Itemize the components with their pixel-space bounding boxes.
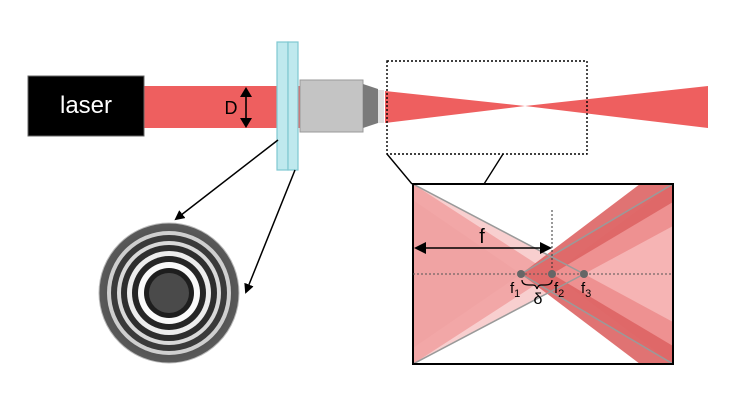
diameter-label: D — [225, 98, 238, 118]
pointer-arrow-1 — [174, 139, 279, 221]
objective-body — [299, 79, 364, 133]
pointer-arrow-2 — [244, 169, 296, 294]
phase-plate-front — [276, 41, 289, 171]
diameter-arrow-head-top — [240, 87, 252, 97]
delta-brace — [521, 279, 553, 290]
focused-beam — [385, 86, 708, 128]
focal-length-label: f — [479, 226, 485, 248]
f3-label: f3 — [581, 280, 591, 300]
f1-label: f1 — [510, 280, 520, 300]
diameter-arrow-head-bottom — [240, 118, 252, 128]
zoom-connector-right — [482, 153, 672, 185]
phase-plate-back — [287, 41, 299, 171]
focal-point-2 — [548, 270, 556, 278]
laser-label: laser — [60, 92, 112, 119]
zoom-region-box — [386, 60, 588, 155]
focal-point-3 — [580, 270, 588, 278]
focal-point-1 — [517, 270, 525, 278]
objective-front — [378, 90, 384, 123]
focal-length-arrow-left — [414, 242, 426, 254]
focal-length-arrow-right — [540, 242, 552, 254]
laser-box — [27, 75, 145, 137]
zoom-connector — [386, 153, 413, 185]
delta-label: δ — [534, 291, 543, 308]
f2-label: f2 — [554, 280, 564, 300]
collimated-beam — [140, 86, 285, 128]
objective-tip — [363, 84, 378, 128]
ring-pattern — [98, 222, 240, 364]
